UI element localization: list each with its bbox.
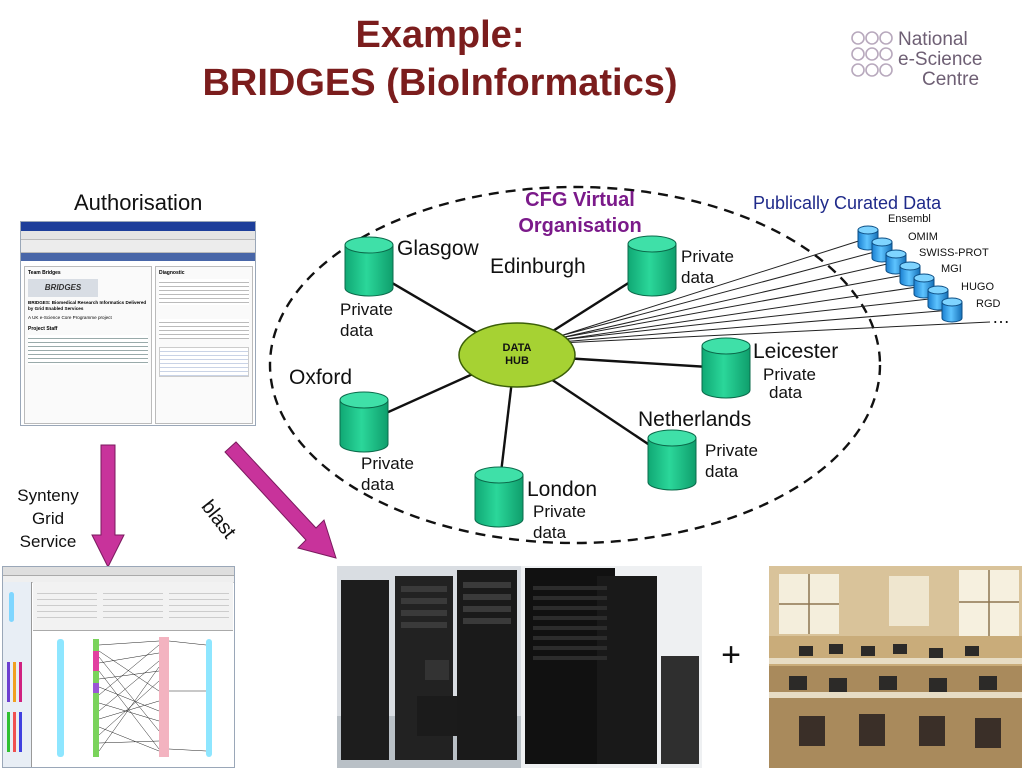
hub-label-line2: HUB	[505, 355, 529, 367]
synteny-titlebar	[3, 567, 234, 576]
synteny-plot	[57, 637, 212, 757]
portal-sub: A UK e-Science Core Programme project	[28, 315, 112, 320]
private-data-glasgow-1: Private	[340, 300, 393, 319]
curated-ellipsis: …	[992, 307, 1010, 327]
site-name-edinburgh: Edinburgh	[490, 255, 586, 278]
curated-links	[559, 237, 991, 344]
portal-dev-info	[159, 319, 249, 339]
server-racks-photo	[337, 566, 702, 768]
site-name-glasgow: Glasgow	[397, 237, 480, 260]
curated-label-hugo: HUGO	[961, 281, 994, 293]
portal-titlebar	[21, 222, 255, 231]
portal-staff-list	[28, 335, 148, 365]
synteny-label-line2: Grid	[31, 509, 65, 528]
private-data-edinburgh-1: Private	[681, 247, 734, 266]
private-data-netherlands-2: data	[705, 462, 739, 481]
data-hub	[458, 322, 576, 388]
curated-label-mgi: MGI	[941, 263, 962, 275]
database-cylinder-edinburgh	[627, 235, 677, 297]
portal-panel-title: Diagnostic	[159, 270, 185, 276]
computer-lab-photo	[769, 566, 1022, 768]
curated-label-rgd: RGD	[976, 298, 1001, 310]
portal-left-panel: Team Bridges BRIDGES BRIDGES: Biomedical…	[24, 266, 152, 424]
private-data-netherlands-1: Private	[705, 441, 758, 460]
portal-staff: Project Staff	[28, 326, 58, 332]
database-cylinder-netherlands	[647, 429, 697, 491]
portal-diag-text	[159, 279, 249, 305]
portal-tabs	[21, 253, 255, 261]
virtual-organisation-boundary	[268, 185, 882, 545]
portal-heading: BRIDGES: Biomedical Research Informatics…	[28, 300, 147, 311]
publically-curated-label: Publically Curated Data	[753, 193, 942, 213]
curated-label-swiss-prot: SWISS-PROT	[919, 247, 989, 259]
slide-title-line1: Example:	[355, 14, 525, 56]
database-cylinder-leicester	[701, 337, 751, 399]
nesc-logo	[851, 31, 893, 77]
private-data-leicester-2: data	[769, 383, 803, 402]
logo-text: National e-Science Centre	[898, 30, 983, 90]
logo-line2: e-Science	[898, 49, 983, 70]
portal-bookmarks	[159, 347, 249, 377]
private-data-leicester-1: Private	[763, 365, 816, 384]
private-data-oxford-1: Private	[361, 454, 414, 473]
bridges-portal-screenshot: Team Bridges BRIDGES BRIDGES: Biomedical…	[20, 221, 256, 426]
portal-right-panel: Diagnostic	[155, 266, 253, 424]
curated-label-omim: OMIM	[908, 231, 938, 243]
curated-label-ensembl: Ensembl	[888, 213, 931, 225]
synteny-label-line1: Synteny	[17, 486, 79, 505]
curated-db-rgd-b	[941, 297, 963, 323]
slide-title-line2: BRIDGES (BioInformatics)	[202, 62, 678, 104]
database-cylinder-glasgow	[344, 236, 394, 297]
synteny-label-line3: Service	[19, 532, 77, 551]
synteny-info-panel	[33, 582, 233, 631]
database-cylinder-london	[474, 466, 524, 528]
portal-toolbar	[21, 240, 255, 253]
synteny-sidebar	[3, 582, 32, 767]
site-name-netherlands: Netherlands	[638, 408, 751, 431]
private-data-glasgow-2: data	[340, 321, 374, 340]
curated-db-cylinders	[857, 225, 963, 323]
private-data-london-1: Private	[533, 502, 586, 521]
private-data-london-2: data	[533, 523, 567, 542]
portal-menubar	[21, 231, 255, 240]
authorisation-label: Authorisation	[74, 190, 203, 215]
cfg-label-line1: CFG Virtual	[525, 189, 635, 211]
plus-sign: +	[721, 636, 741, 674]
site-name-oxford: Oxford	[289, 366, 352, 389]
arrow-down-synteny	[91, 444, 125, 569]
private-data-edinburgh-2: data	[681, 268, 715, 287]
site-name-leicester: Leicester	[753, 340, 838, 363]
cfg-label-line2: Organisation	[518, 215, 641, 237]
arrow-down-blast	[224, 441, 337, 559]
private-data-oxford-2: data	[361, 475, 395, 494]
synteny-grid-screenshot	[2, 566, 235, 768]
portal-team: Team Bridges	[28, 270, 61, 276]
logo-line1: National	[898, 29, 968, 50]
logo-line3: Centre	[922, 69, 980, 90]
site-name-london: London	[527, 478, 597, 501]
database-cylinder-oxford	[339, 391, 389, 453]
hub-label-line1: DATA	[503, 342, 532, 354]
portal-brand: BRIDGES	[28, 279, 98, 297]
